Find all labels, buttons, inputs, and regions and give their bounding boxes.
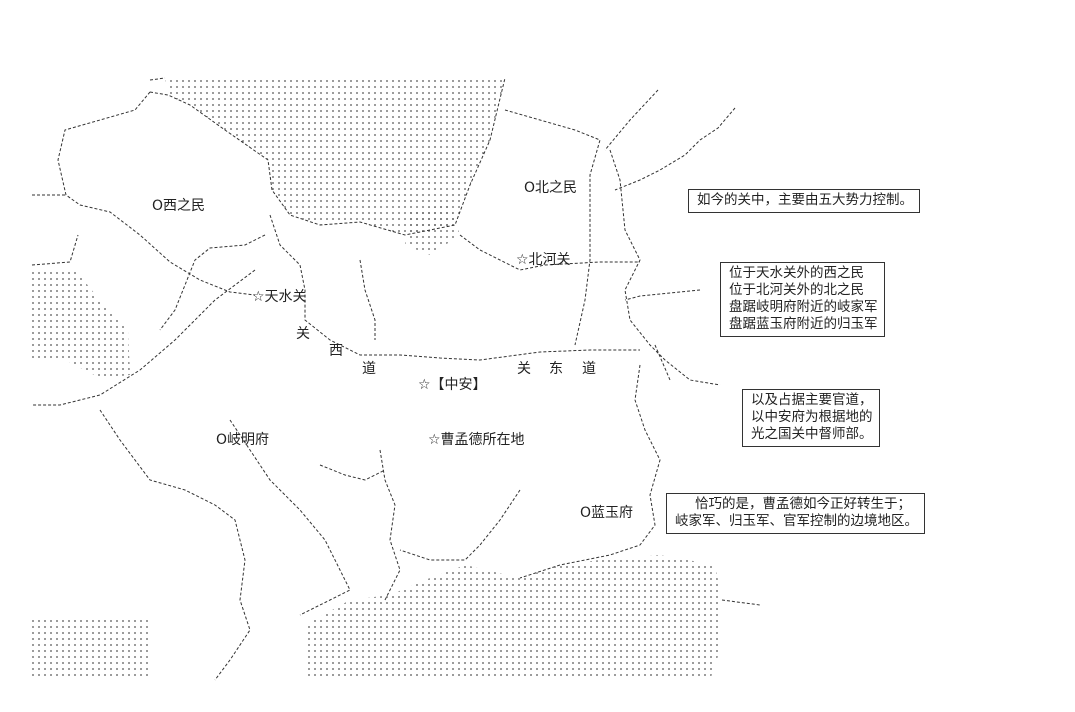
note-box-2: 位于天水关外的西之民 位于北河关外的北之民 盘踞岐明府附近的岐家军 盘踞蓝玉府附… bbox=[720, 262, 885, 337]
road-label-dao-west: 道 bbox=[362, 361, 376, 377]
note-1-line-1: 如今的关中，主要由五大势力控制。 bbox=[697, 192, 913, 208]
note-box-4: 恰巧的是，曹孟德如今正好转生于； 岐家军、归玉军、官军控制的边境地区。 bbox=[666, 493, 925, 534]
note-2-line-2: 位于北河关外的北之民 bbox=[729, 282, 864, 298]
road-label-xi: 西 bbox=[329, 343, 343, 359]
place-beiheguan: ☆北河关 bbox=[516, 252, 571, 268]
road-label-dong: 东 bbox=[549, 361, 563, 377]
place-xizhimin: O西之民 bbox=[152, 198, 206, 214]
north-plateau-region bbox=[165, 78, 505, 235]
note-box-1: 如今的关中，主要由五大势力控制。 bbox=[688, 189, 920, 213]
note-2-line-3: 盘踞岐明府附近的岐家军 bbox=[729, 299, 878, 315]
note-4-line-1: 恰巧的是，曹孟德如今正好转生于； bbox=[695, 496, 911, 512]
southwest-marsh-region bbox=[32, 618, 150, 680]
south-plain-region bbox=[305, 555, 722, 680]
note-3-line-3: 光之国关中督师部。 bbox=[751, 426, 873, 442]
note-box-3: 以及占据主要官道， 以中安府为根据地的 光之国关中督师部。 bbox=[742, 389, 880, 447]
note-2-line-1: 位于天水关外的西之民 bbox=[729, 265, 864, 281]
road-label-guan: 关 bbox=[296, 326, 310, 342]
note-3-line-1: 以及占据主要官道， bbox=[751, 392, 873, 408]
place-caomengde: ☆曹孟德所在地 bbox=[428, 432, 525, 448]
road-label-guan2: 关 bbox=[517, 361, 531, 377]
place-beizhimin: O北之民 bbox=[524, 180, 578, 196]
place-qimingfu: O岐明府 bbox=[216, 432, 270, 448]
note-3-line-2: 以中安府为根据地的 bbox=[751, 409, 873, 425]
note-2-line-4: 盘踞蓝玉府附近的归玉军 bbox=[729, 316, 878, 332]
terrain-lines bbox=[31, 77, 761, 681]
place-tianshuiguan: ☆天水关 bbox=[252, 289, 307, 305]
road-label-dao-east: 道 bbox=[582, 361, 596, 377]
stippled-regions bbox=[32, 78, 722, 680]
place-zhongan: ☆【中安】 bbox=[418, 377, 487, 393]
note-4-line-2: 岐家军、归玉军、官军控制的边境地区。 bbox=[675, 513, 918, 529]
place-lanyufu: O蓝玉府 bbox=[580, 505, 634, 521]
west-plain-region bbox=[32, 270, 130, 378]
